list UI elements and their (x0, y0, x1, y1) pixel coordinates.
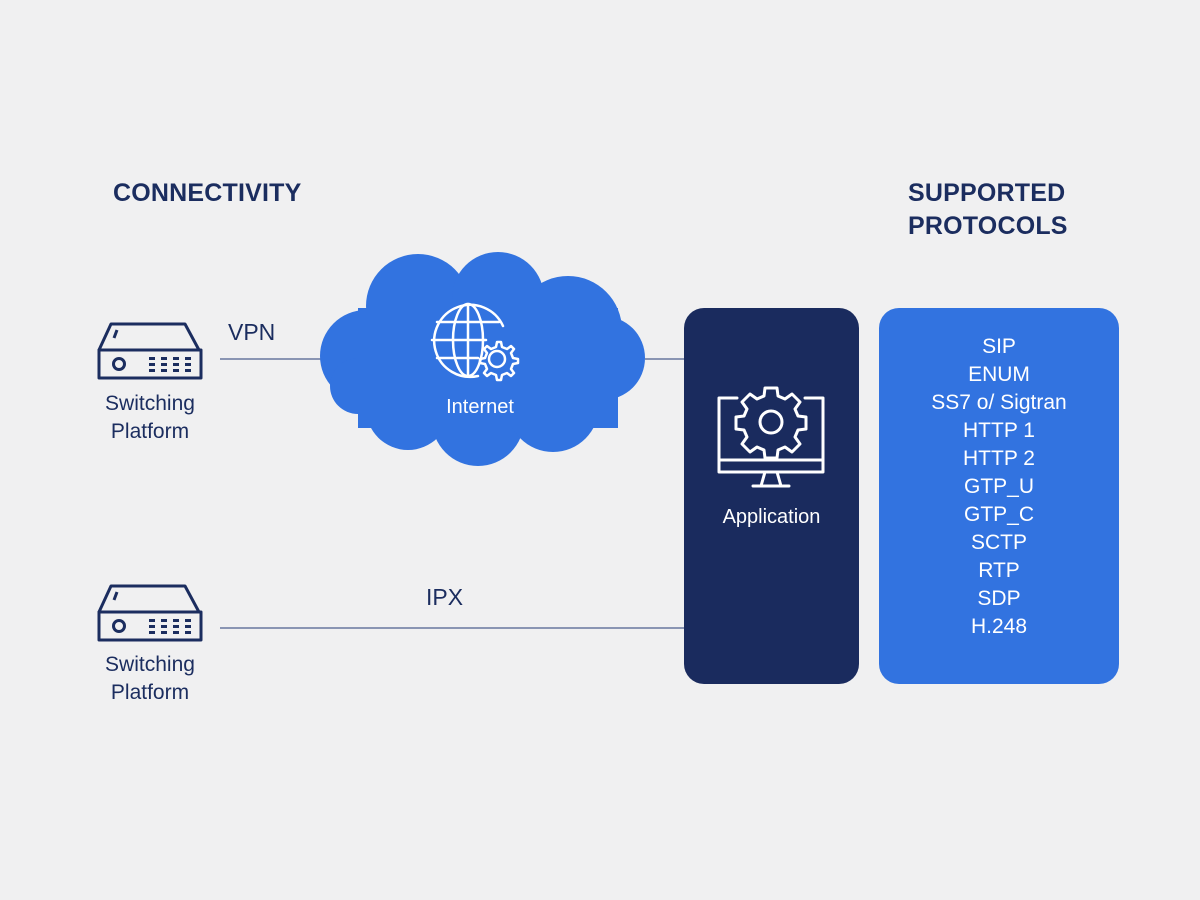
switching-platform-2-label: Switching Platform (70, 651, 230, 707)
application-label: Application (722, 506, 821, 528)
switching-platform-1-label-line2: Platform (110, 420, 190, 443)
protocol-item: GTP_C (963, 503, 1034, 526)
vpn-connection-line (220, 358, 328, 360)
protocols-box (879, 308, 1119, 684)
internet-cloud (320, 252, 645, 466)
application-box (684, 308, 859, 684)
internet-label: Internet (446, 396, 514, 418)
protocol-item: HTTP 2 (963, 447, 1035, 470)
protocol-item: SIP (982, 335, 1016, 358)
switching-platform-1-label-line1: Switching (105, 392, 195, 415)
protocol-item: H.248 (970, 615, 1028, 638)
protocol-item: RTP (978, 559, 1020, 582)
protocols-list: SIP ENUM SS7 o/ Sigtran HTTP 1 HTTP 2 GT… (879, 333, 1119, 641)
switch-device-icon (97, 584, 203, 642)
switch-device-icon (97, 322, 203, 380)
monitor-gear-icon (717, 386, 825, 488)
switching-platform-1-label: Switching Platform (70, 390, 230, 446)
internet-application-line (645, 358, 687, 360)
protocol-item: ENUM (968, 363, 1030, 386)
protocol-item: SS7 o/ Sigtran (931, 391, 1067, 414)
protocol-item: SCTP (970, 531, 1027, 554)
switching-platform-2-label-line1: Switching (105, 653, 195, 676)
supported-protocols-heading-line2: PROTOCOLS (908, 212, 1068, 240)
ipx-connection-line (220, 627, 686, 629)
switching-platform-2-label-line2: Platform (110, 681, 190, 704)
supported-protocols-heading: SUPPORTED PROTOCOLS (908, 177, 1068, 243)
globe-gear-icon (430, 302, 520, 382)
protocol-item: HTTP 1 (963, 419, 1035, 442)
connectivity-heading: CONNECTIVITY (113, 179, 302, 207)
vpn-label: VPN (228, 319, 276, 345)
supported-protocols-heading-line1: SUPPORTED (908, 179, 1066, 207)
protocol-item: GTP_U (963, 475, 1034, 498)
protocol-item: SDP (977, 587, 1021, 610)
ipx-label: IPX (426, 584, 464, 610)
